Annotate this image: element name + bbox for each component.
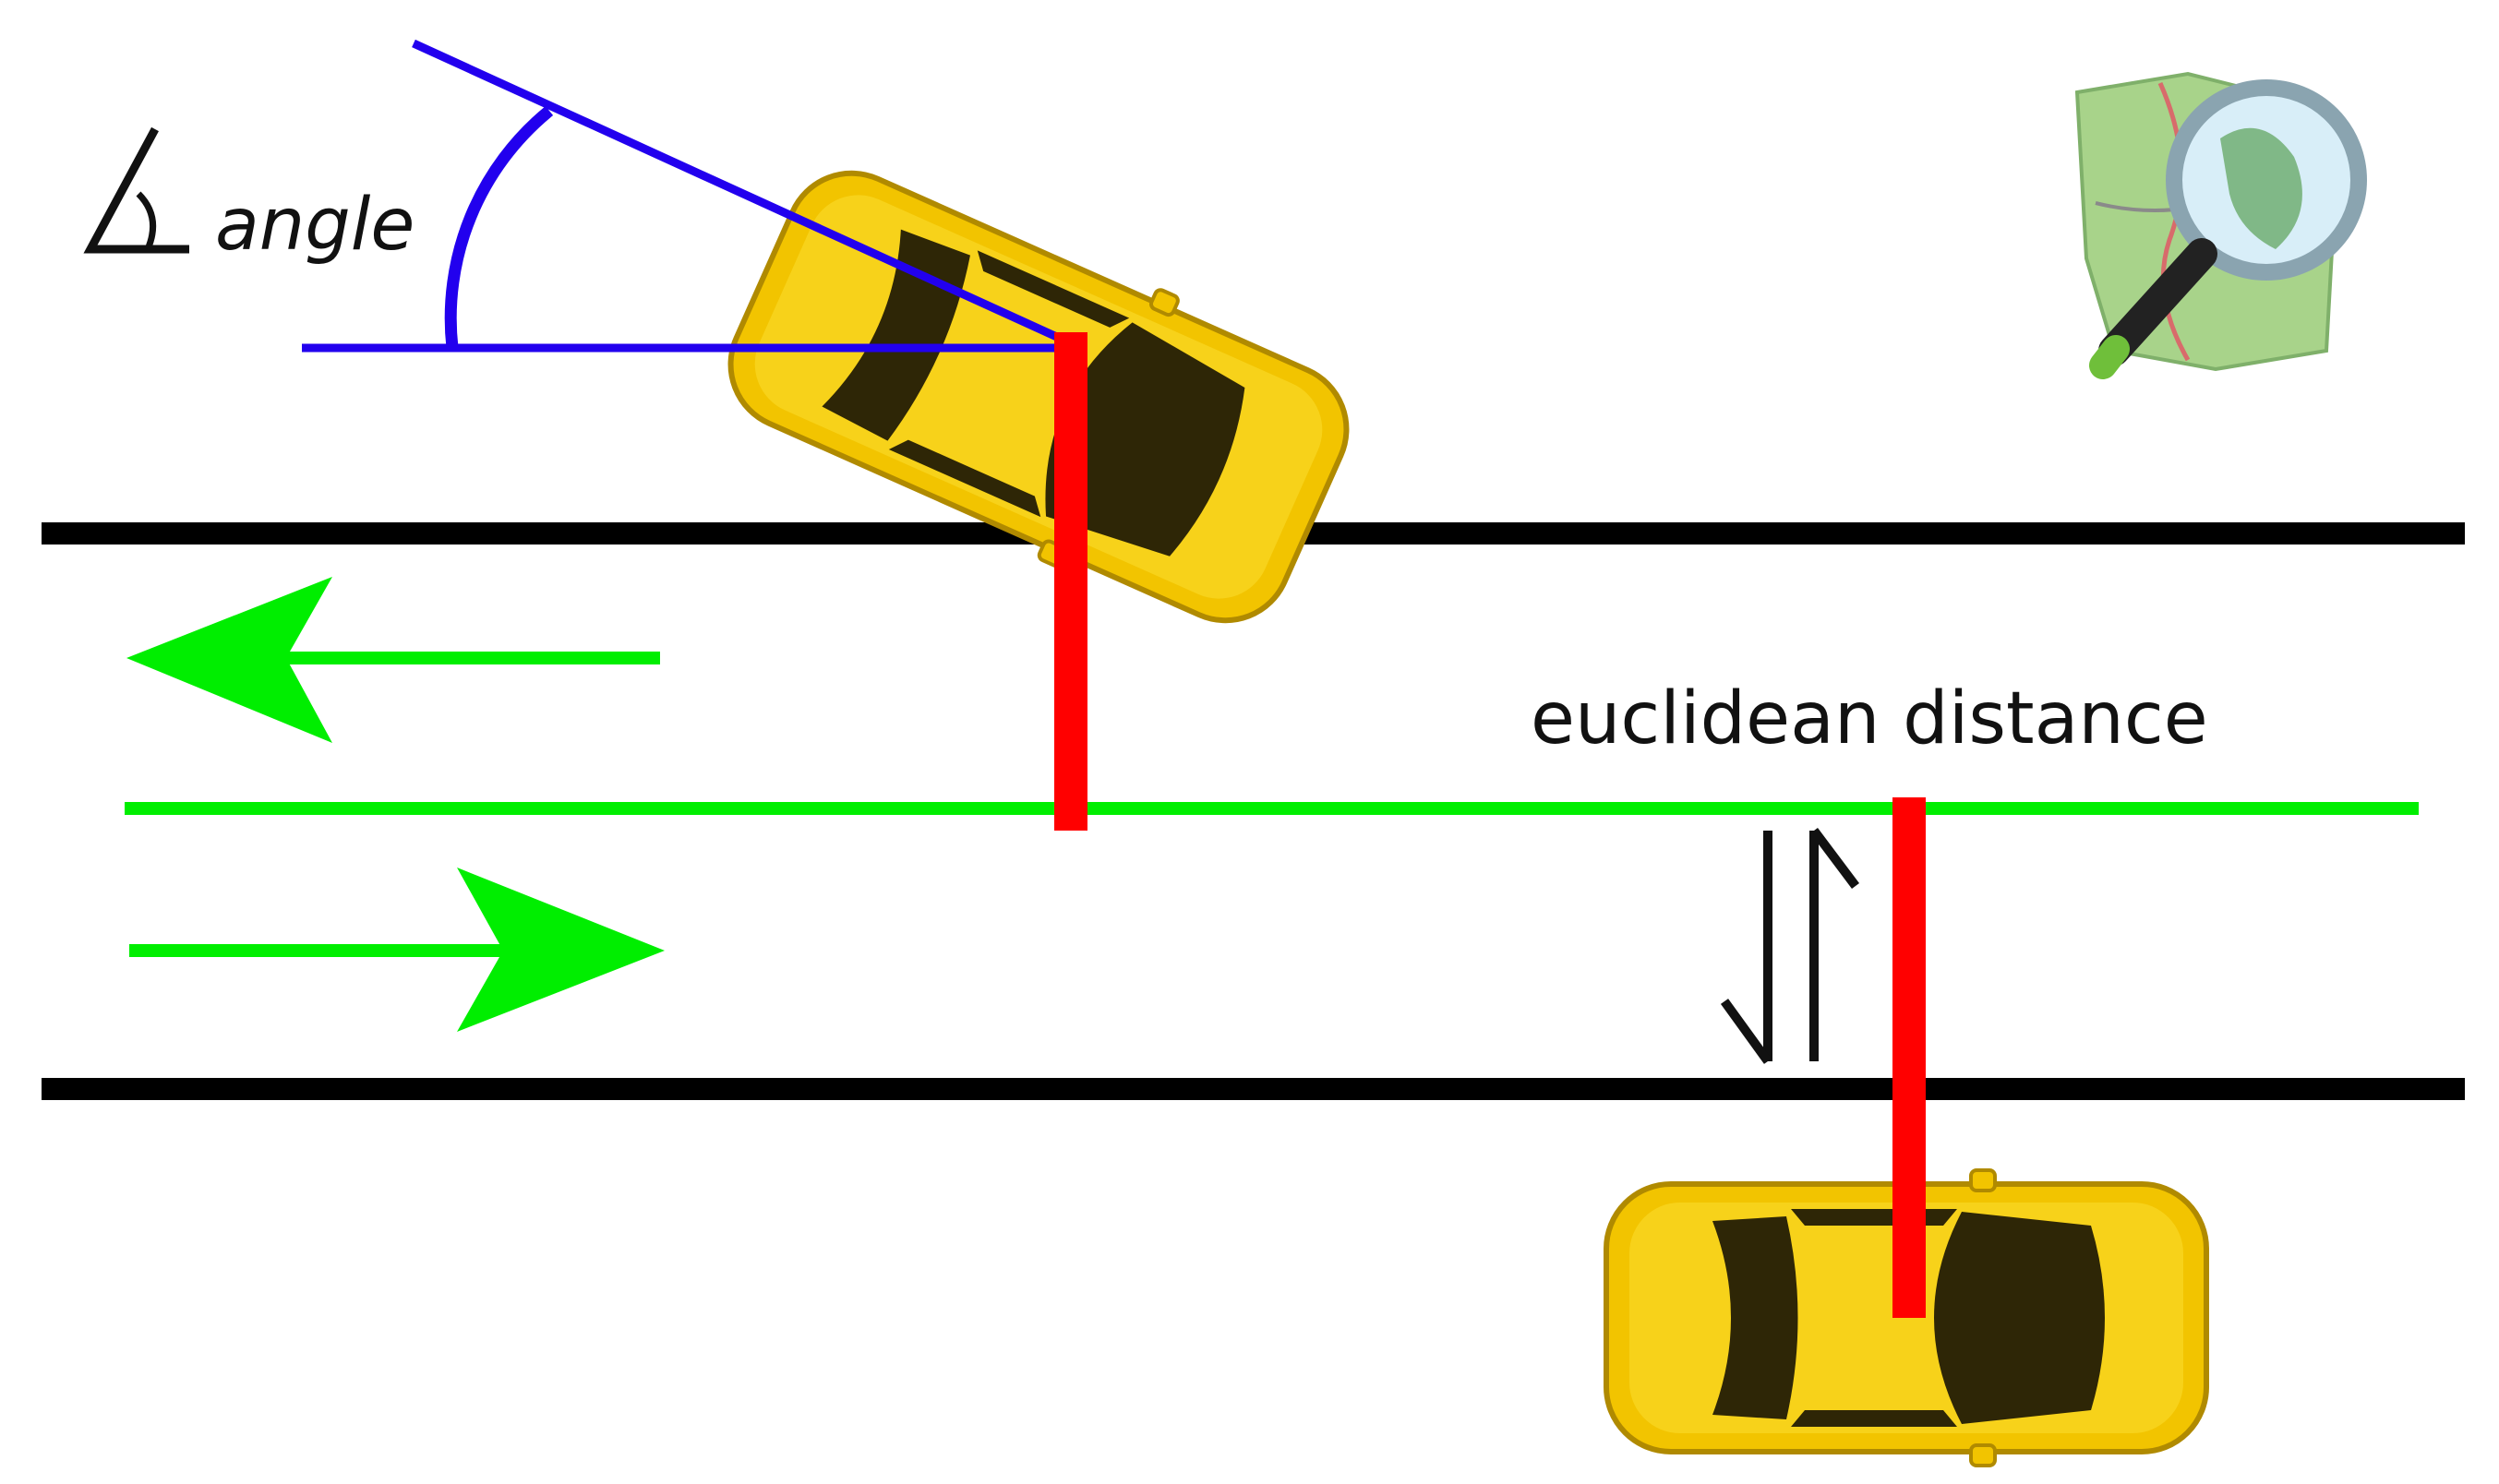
distance-label: euclidean distance <box>1531 677 2208 760</box>
car-upper <box>704 140 1373 654</box>
angle-lines <box>302 39 1073 353</box>
right-direction-arrow <box>129 868 665 1032</box>
openstreetmap-logo <box>2074 71 2367 379</box>
angle-symbol-icon <box>83 126 189 254</box>
angle-arc <box>444 105 554 349</box>
left-direction-arrow <box>126 577 660 743</box>
perpendicular-arrows-icon <box>1720 828 1859 1064</box>
angle-label: angle <box>215 184 414 267</box>
